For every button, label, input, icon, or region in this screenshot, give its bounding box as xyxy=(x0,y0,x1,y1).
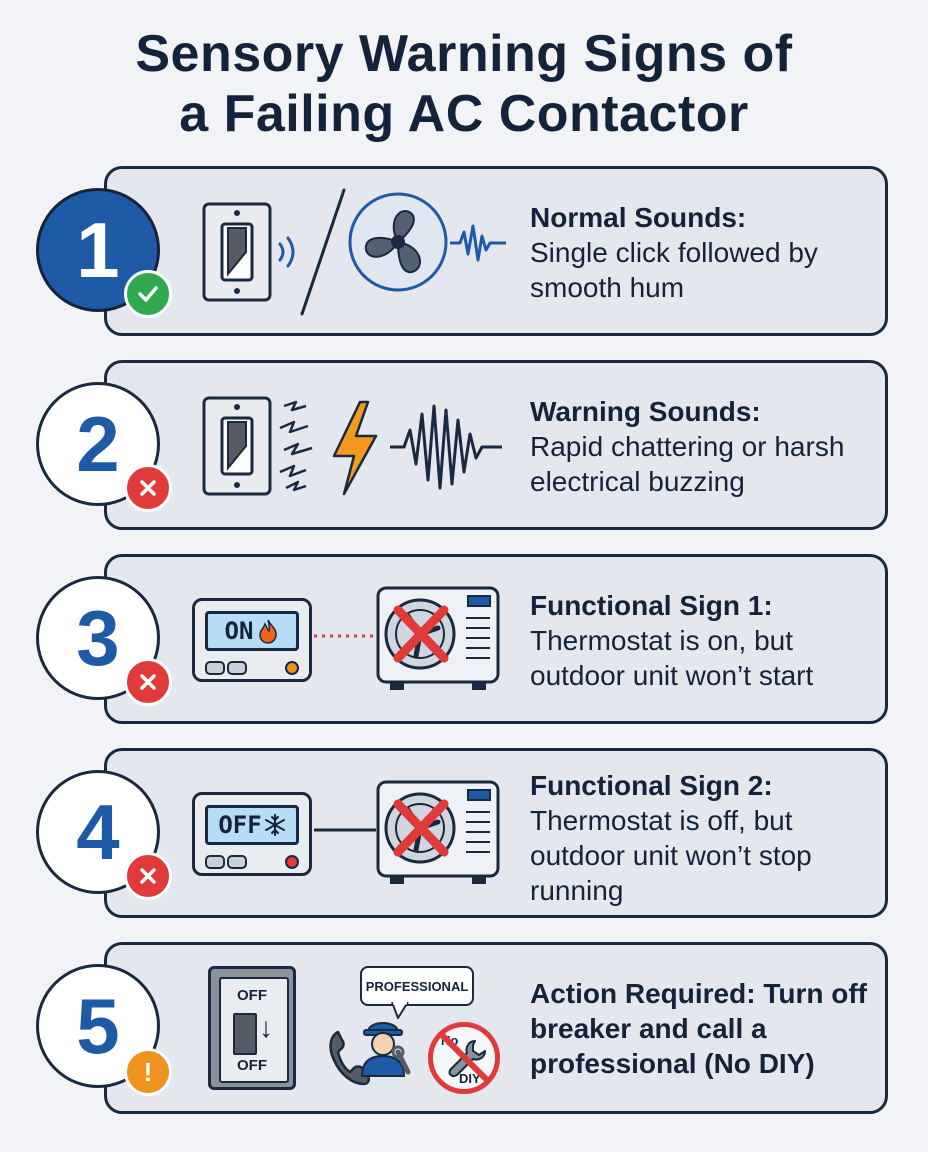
sign-heading: Functional Sign 2: xyxy=(530,770,773,801)
thermostat-screen: OFF xyxy=(205,805,299,845)
sign-description: Turn off breaker and call a professional… xyxy=(530,978,868,1079)
thermostat-label: ON xyxy=(224,617,254,645)
phone-icon xyxy=(329,1030,371,1086)
x-icon xyxy=(124,852,172,900)
sign-heading: Warning Sounds: xyxy=(530,396,761,427)
thermostat-led xyxy=(285,661,299,675)
step-number-badge: 2 xyxy=(36,382,160,506)
sign-description: Thermostat is off, but outdoor unit won’… xyxy=(530,805,812,906)
step-number: 5 xyxy=(76,981,120,1070)
thermostat-button xyxy=(205,661,225,675)
outdoor-unit-icon xyxy=(376,586,500,690)
sign-text-4: Functional Sign 2: Thermostat is off, bu… xyxy=(530,768,870,908)
sign-heading: Normal Sounds: xyxy=(530,202,747,233)
sign-description: Single click followed by smooth hum xyxy=(530,237,818,303)
down-arrow-icon: ↓ xyxy=(259,1012,273,1043)
technician-icon xyxy=(360,1022,411,1077)
wall-switch-icon xyxy=(202,202,272,302)
exclamation-icon: ! xyxy=(124,1048,172,1096)
thermostat-screen: ON xyxy=(205,611,299,651)
sound-waves-icon xyxy=(278,236,295,268)
x-icon xyxy=(124,464,172,512)
divider-slash-icon xyxy=(300,188,346,316)
snowflake-icon xyxy=(264,814,285,836)
sign-text-3: Functional Sign 1: Thermostat is on, but… xyxy=(530,588,870,693)
flame-icon xyxy=(259,619,278,644)
outdoor-unit-icon xyxy=(376,780,500,884)
breaker-label-bottom: OFF xyxy=(237,1057,267,1074)
jagged-waveform-icon xyxy=(390,404,502,490)
step-number: 3 xyxy=(76,593,120,682)
dotted-connector xyxy=(314,634,376,638)
thermostat-button xyxy=(227,855,247,869)
wall-switch-icon xyxy=(202,396,272,496)
step-number-badge: 1 xyxy=(36,188,160,312)
thermostat-button xyxy=(205,855,225,869)
title-line-1: Sensory Warning Signs of xyxy=(135,25,793,83)
breaker-lever xyxy=(233,1013,257,1055)
speech-bubble-text: PROFESSIONAL xyxy=(365,978,469,994)
sign-text-1: Normal Sounds: Single click followed by … xyxy=(530,200,870,305)
solid-connector xyxy=(314,828,376,832)
thermostat-led xyxy=(285,855,299,869)
breaker-icon: OFF ↓ OFF xyxy=(208,966,296,1090)
page-title: Sensory Warning Signs of a Failing AC Co… xyxy=(0,24,928,144)
speech-bubble: PROFESSIONAL xyxy=(360,966,474,1006)
title-line-2: a Failing AC Contactor xyxy=(179,85,749,143)
no-diy-icon: No DIY xyxy=(428,1022,500,1094)
speech-bubble-tail xyxy=(391,1002,409,1019)
thermostat-button xyxy=(227,661,247,675)
step-number: 4 xyxy=(76,787,120,876)
step-number: 2 xyxy=(76,399,120,488)
no-diy-label-bottom: DIY xyxy=(459,1071,481,1086)
sign-description: Thermostat is on, but outdoor unit won’t… xyxy=(530,625,814,691)
lightning-icon xyxy=(332,400,378,496)
check-icon xyxy=(124,270,172,318)
sign-heading: Action Required: xyxy=(530,978,756,1009)
waveform-icon xyxy=(450,224,506,262)
sign-text-2: Warning Sounds: Rapid chattering or hars… xyxy=(530,394,870,499)
sign-text-5: Action Required: Turn off breaker and ca… xyxy=(530,976,870,1081)
step-number: 1 xyxy=(76,205,120,294)
thermostat-icon: OFF xyxy=(192,792,312,876)
fan-icon xyxy=(348,192,448,292)
sign-heading: Functional Sign 1: xyxy=(530,590,773,621)
thermostat-icon: ON xyxy=(192,598,312,682)
sign-description: Rapid chattering or harsh electrical buz… xyxy=(530,431,845,497)
breaker-label-top: OFF xyxy=(237,987,267,1004)
sparks-icon xyxy=(279,400,313,492)
thermostat-label: OFF xyxy=(218,811,262,839)
x-icon xyxy=(124,658,172,706)
